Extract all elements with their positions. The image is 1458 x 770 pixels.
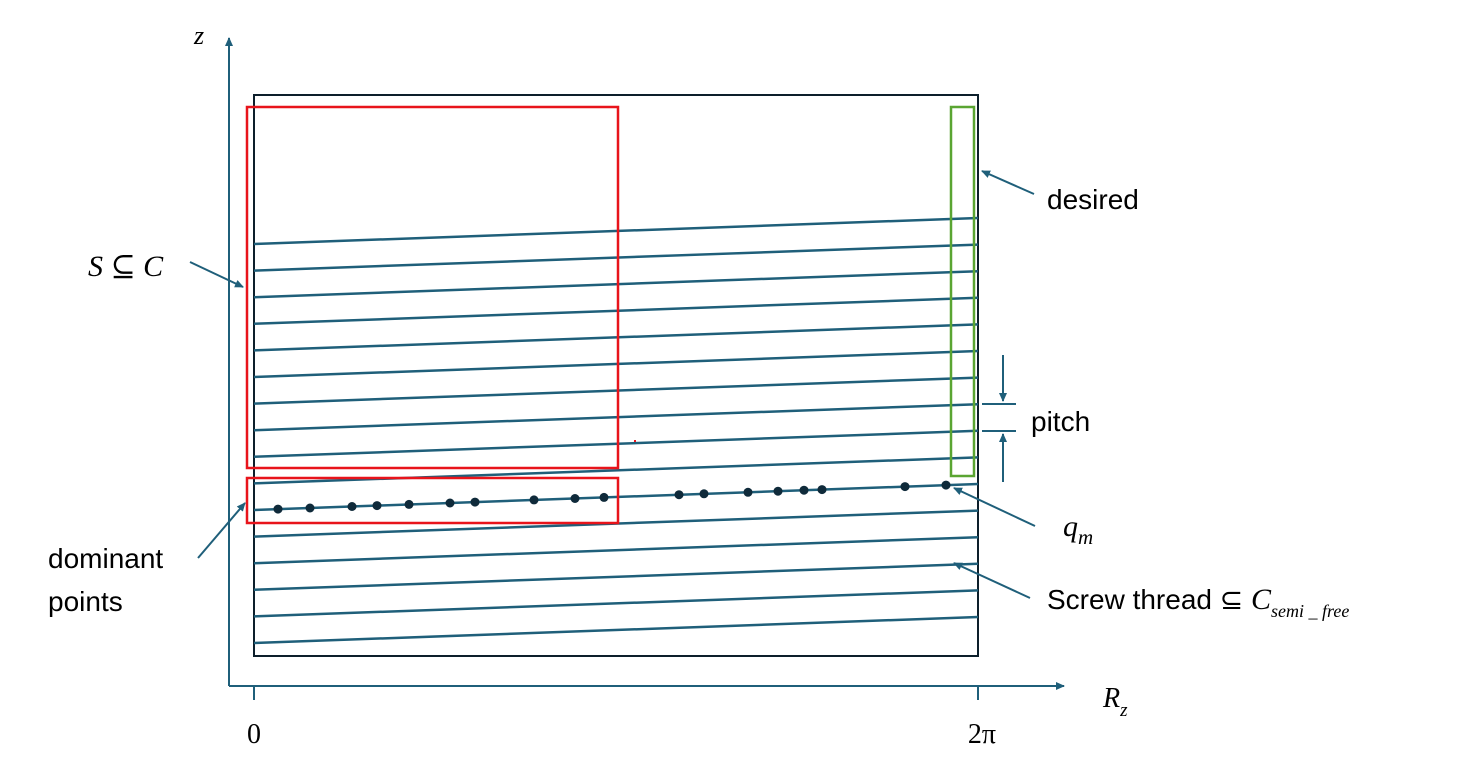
dominant-point [404,499,414,509]
dominant-arrow [197,502,246,559]
thread-line [253,243,979,272]
dominant-point [347,502,357,511]
rz-axis-label: Rz [1102,683,1128,721]
thread-line [253,615,979,645]
thread-line [253,376,979,405]
dominant-point [470,497,480,507]
dominant-point [743,487,753,497]
dominant-label-line1: dominant [48,543,163,574]
dominant-point [273,504,283,514]
dominant-points-box [245,476,620,525]
z-axis-label: z [193,21,204,50]
thread-line [253,482,979,512]
thread-line [253,429,979,459]
dominant-point [817,485,827,495]
dominant-point [445,498,455,508]
thread-line [253,562,979,592]
subset-arrow [189,261,244,288]
thread-line [253,402,979,432]
dominant-point [799,485,809,495]
stray-mark [634,440,636,442]
desired-label: desired [1047,184,1139,215]
dominant-point [570,494,580,503]
dominant-point [941,480,951,490]
dominant-point [900,482,910,492]
qm-arrow [953,487,1036,527]
thread-line [253,456,979,485]
dominant-points [273,480,951,514]
subset-label: S ⊆ C [88,250,164,283]
desired-region-box [949,105,976,478]
screw-thread-arrow [953,562,1031,599]
thread-line [253,269,979,299]
dominant-point [529,495,539,505]
thread-lines [253,216,979,645]
dominant-point [599,492,609,502]
desired-arrow [981,170,1035,195]
thread-line [253,216,979,246]
thread-line [253,296,979,326]
qm-label: qm [1063,510,1093,549]
pitch-label: pitch [1031,406,1090,437]
domain-frame [253,94,979,657]
thread-line [253,535,979,565]
dominant-label-line2: points [48,586,123,617]
dominant-point [699,489,709,499]
dominant-point [674,490,684,500]
screw-thread-label: Screw thread ⊆ Csemi _ free [1047,583,1349,621]
thread-line [253,349,979,379]
x-tick-two-pi-label: 2π [968,719,996,750]
thread-line [253,589,979,618]
dominant-point [372,501,382,511]
x-tick-zero-label: 0 [247,719,261,750]
dominant-point [305,503,315,513]
dominant-point [773,486,783,496]
subset-region-box [245,105,620,470]
thread-line [253,323,979,352]
